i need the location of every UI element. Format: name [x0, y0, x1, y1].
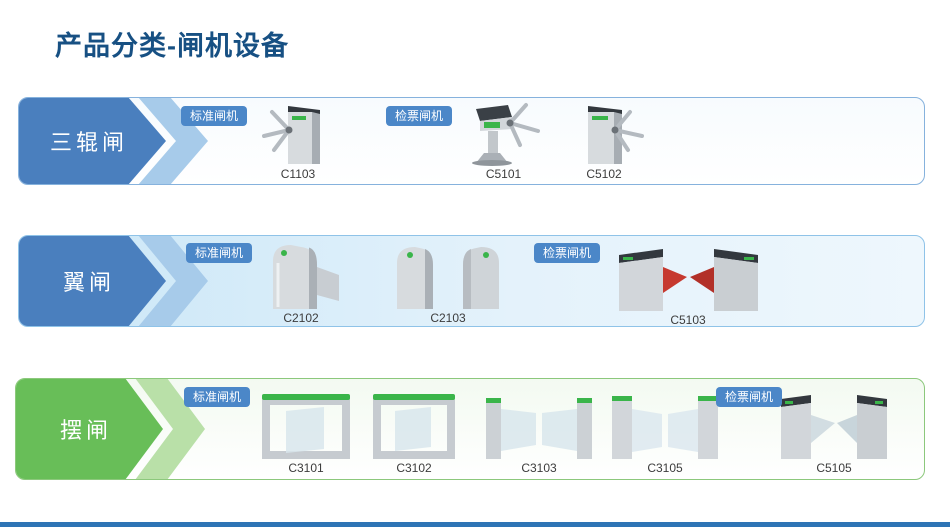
product-model-label: C5105 [816, 461, 852, 475]
category-row-tripod-turnstile: 三辊闸 标准闸机 检票闸机 C1103 [18, 97, 925, 185]
swing-gate-cabinet-pair-image [775, 387, 893, 461]
product-model-label: C2103 [430, 311, 466, 325]
product-c3101: C3101 [251, 387, 361, 475]
product-model-label: C1103 [280, 167, 316, 181]
page-title: 产品分类-闸机设备 [55, 31, 289, 61]
category-row-flap-barrier: 翼闸 标准闸机 检票闸机 C2102 C2103 [18, 235, 925, 327]
tag-ticket-gate: 检票闸机 [534, 243, 601, 263]
product-c3102: C3102 [364, 387, 464, 475]
wing-gate-single-image [251, 239, 351, 311]
product-model-label: C3102 [396, 461, 432, 475]
product-model-label: C3101 [288, 461, 324, 475]
tag-standard-gate: 标准闸机 [184, 387, 251, 407]
product-c5102: C5102 [554, 100, 654, 181]
product-model-label: C5101 [485, 167, 522, 181]
swing-gate-frame-image [367, 387, 462, 461]
product-model-label: C3103 [521, 461, 557, 475]
tag-ticket-gate: 检票闸机 [716, 387, 783, 407]
bottom-accent-bar [0, 522, 950, 527]
tripod-turnstile-cabinet-image [258, 100, 338, 167]
product-model-label: C5102 [586, 167, 622, 181]
product-c2102: C2102 [247, 239, 355, 325]
product-c3103: C3103 [478, 387, 600, 475]
product-c5103: C5103 [607, 239, 769, 326]
tag-standard-gate: 标准闸机 [186, 243, 253, 263]
product-c5101: C5101 [456, 100, 551, 181]
tag-standard-gate: 标准闸机 [181, 106, 248, 126]
tripod-turnstile-pedestal-image [460, 100, 548, 167]
swing-gate-frame-image [252, 387, 360, 461]
product-model-label: C2102 [283, 311, 319, 325]
tag-ticket-gate: 检票闸机 [386, 106, 453, 126]
product-c2103: C2103 [387, 239, 509, 325]
category-label: 翼闸 [62, 271, 115, 296]
category-label: 摆闸 [59, 419, 112, 444]
category-label: 三辊闸 [49, 131, 128, 156]
category-arrow-icon [19, 236, 208, 326]
product-c3105: C3105 [606, 387, 724, 475]
product-model-label: C3105 [647, 461, 683, 475]
tripod-turnstile-cabinet-image [558, 100, 650, 167]
product-c1103: C1103 [254, 100, 342, 181]
swing-gate-pair-image [606, 387, 724, 461]
category-arrow-icon [16, 379, 205, 479]
category-arrow-icon [19, 98, 208, 184]
category-row-swing-gate: 摆闸 标准闸机 检票闸机 C3101 C3102 [15, 378, 925, 480]
product-model-label: C5103 [670, 313, 706, 327]
swing-gate-pair-image [478, 387, 600, 461]
flap-barrier-red-wing-pair-image [611, 239, 766, 313]
product-c5105: C5105 [774, 387, 894, 475]
wing-gate-pair-image [389, 239, 507, 311]
